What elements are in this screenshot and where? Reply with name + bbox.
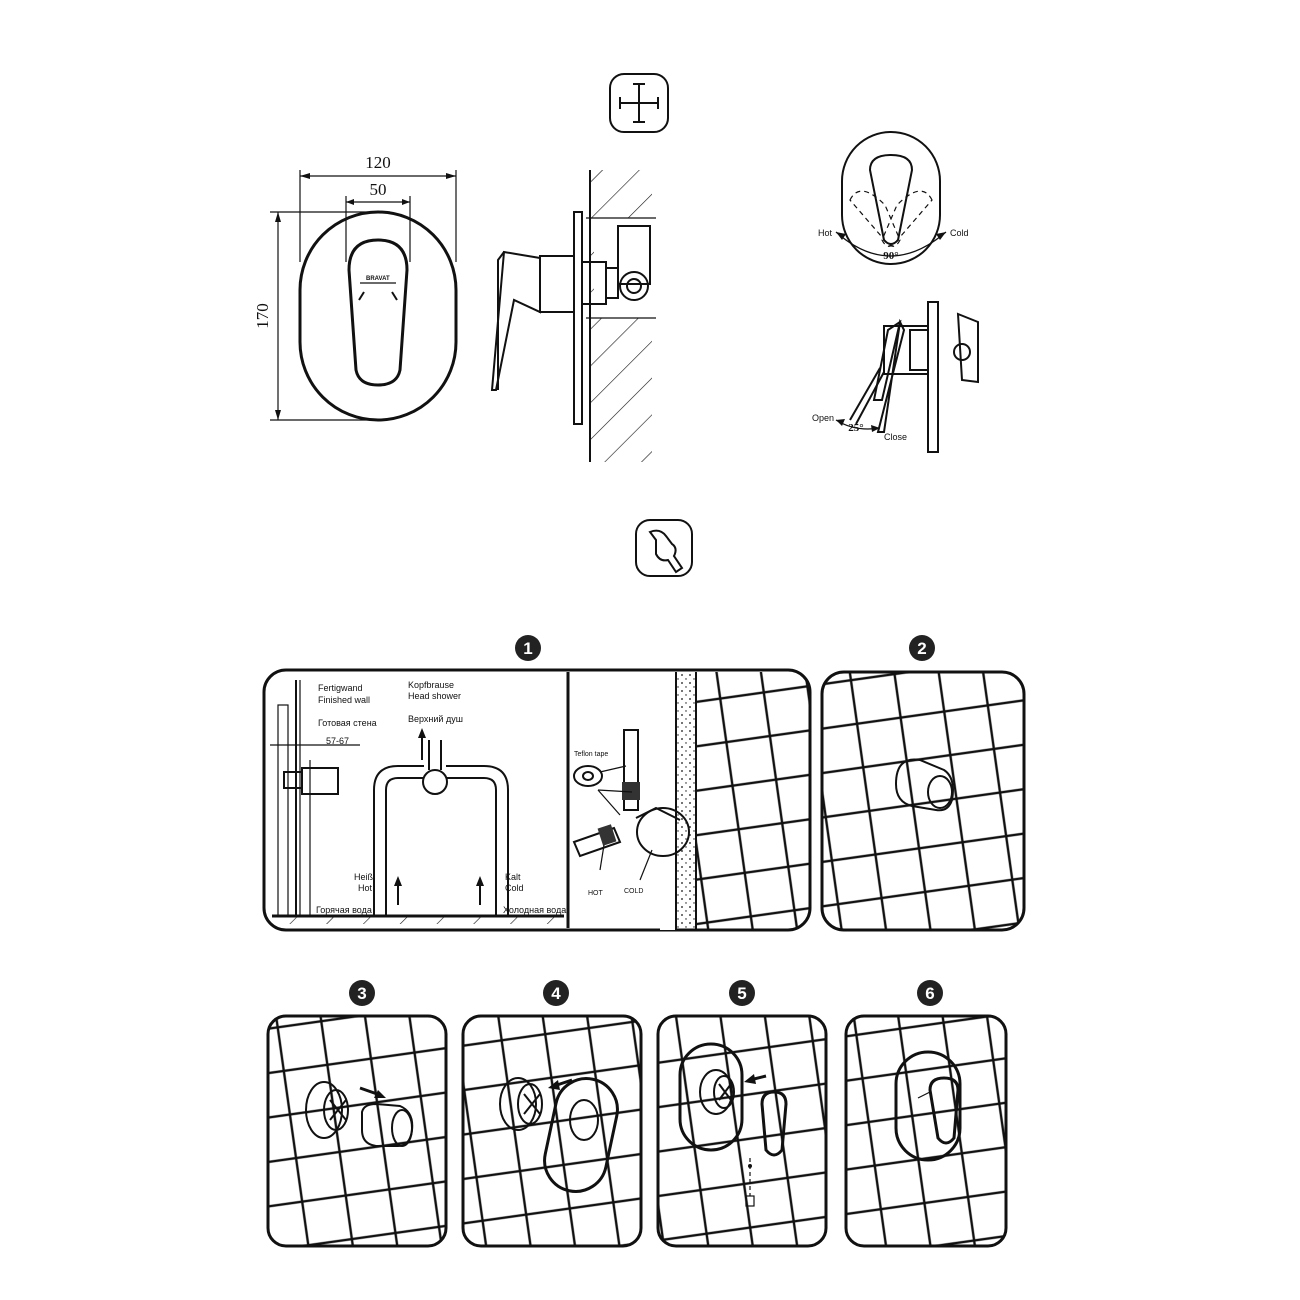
step-1-panel <box>262 668 812 932</box>
handle-brand-mark: BRAVAT <box>366 276 390 282</box>
step-number-1 <box>515 635 541 661</box>
rotation-cold-label: Cold <box>950 228 969 238</box>
step-5-panel <box>656 1014 828 1248</box>
crosshair-icon <box>609 73 669 133</box>
depth-range-label: 57-67 <box>326 736 349 746</box>
step-number-2-text: 2 <box>917 639 926 658</box>
step-3-panel <box>266 1014 448 1248</box>
step-2-panel <box>820 670 1026 932</box>
side-section-drawing <box>490 170 656 462</box>
head-shower-en-label: Head shower <box>408 691 461 701</box>
cold-en-label: Cold <box>505 883 524 893</box>
step-number-5 <box>729 980 755 1006</box>
step-6-panel <box>844 1014 1008 1248</box>
hot-de-label: Heiß <box>354 872 374 882</box>
step-number-2 <box>909 635 935 661</box>
step-number-6 <box>917 980 943 1006</box>
cold-pipe-label: COLD <box>624 888 643 895</box>
wrench-icon <box>635 519 693 577</box>
teflon-tape-label: Teflon tape <box>574 751 608 758</box>
width-dimension-label: 120 <box>365 153 391 172</box>
rotation-hot-label: Hot <box>818 228 833 238</box>
step-number-1-text: 1 <box>523 639 532 658</box>
step-number-5-text: 5 <box>737 984 746 1003</box>
hot-en-label: Hot <box>358 883 373 893</box>
step-4-panel <box>461 1014 643 1248</box>
tilt-diagram <box>835 301 979 453</box>
tilt-open-label: Open <box>812 413 834 423</box>
finished-wall-de-label: Fertigwand <box>318 683 363 693</box>
head-shower-ru-label: Верхний душ <box>408 714 463 724</box>
hot-ru-label: Горячая вода <box>316 905 372 915</box>
cold-ru-label: Холодная вода <box>503 905 566 915</box>
head-shower-de-label: Kopfbrause <box>408 680 454 690</box>
hot-pipe-label: HOT <box>588 890 604 897</box>
finished-wall-ru-label: Готовая стена <box>318 718 377 728</box>
tilt-angle-label: 25° <box>848 422 863 434</box>
step-number-3-text: 3 <box>357 984 366 1003</box>
step-number-4 <box>543 980 569 1006</box>
height-dimension-label: 170 <box>253 303 272 329</box>
step-number-3 <box>349 980 375 1006</box>
cold-de-label: Kalt <box>505 872 521 882</box>
tilt-close-label: Close <box>884 432 907 442</box>
step-number-6-text: 6 <box>925 984 934 1003</box>
front-view-drawing <box>270 170 458 422</box>
inner-width-dimension-label: 50 <box>370 180 387 199</box>
rotation-angle-label: 90° <box>883 250 898 262</box>
rotation-diagram <box>835 131 947 265</box>
step-number-4-text: 4 <box>551 984 561 1003</box>
finished-wall-en-label: Finished wall <box>318 695 370 705</box>
